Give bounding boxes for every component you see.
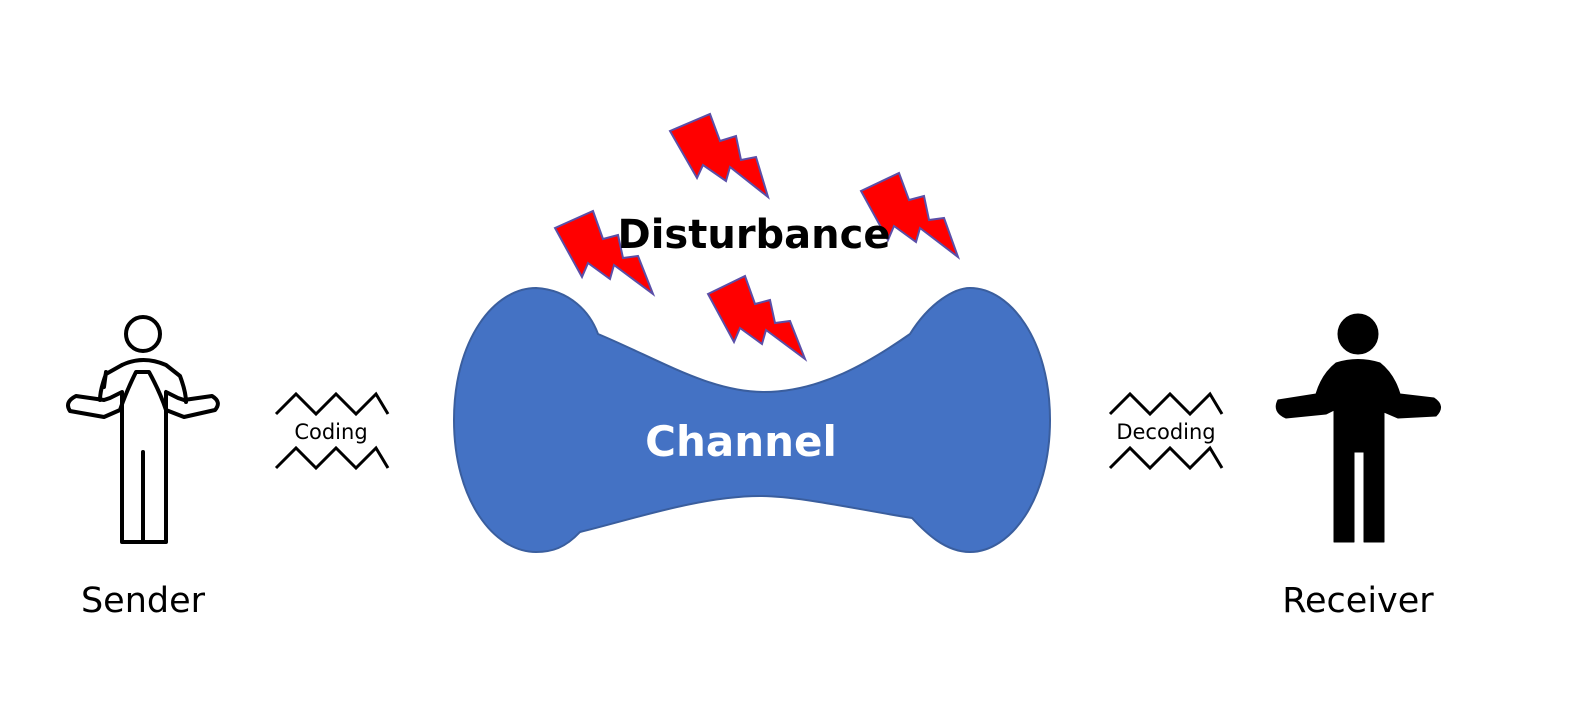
lightning-bolt-icon (553, 209, 656, 297)
lightning-bolt-icon (859, 171, 961, 260)
decoding-label: Decoding (1116, 420, 1215, 444)
coding-zigzag-icon (274, 391, 390, 471)
channel-shape (452, 286, 1052, 554)
disturbance-label: Disturbance (618, 212, 891, 258)
sender-label: Sender (81, 581, 206, 621)
lightning-bolt-icon (706, 274, 808, 362)
coding-label: Coding (294, 420, 367, 444)
decoding-zigzag-icon (1108, 391, 1224, 471)
sender-person-icon (66, 315, 220, 544)
receiver-label: Receiver (1282, 581, 1434, 621)
receiver-person-icon (1275, 313, 1441, 543)
channel-label: Channel (645, 417, 837, 466)
lightning-bolt-icon (668, 112, 770, 200)
